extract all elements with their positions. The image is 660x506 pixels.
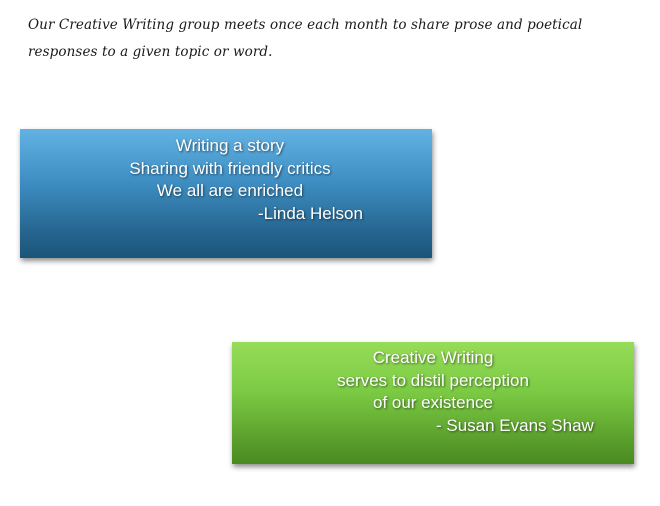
quote-line: We all are enriched: [156, 181, 304, 200]
quote-attribution: -Linda Helson: [258, 203, 363, 223]
intro-paragraph: Our Creative Writing group meets once ea…: [28, 17, 583, 60]
quote-card-linda-helson: Writing a story Sharing with friendly cr…: [20, 129, 432, 258]
quote-attribution: - Susan Evans Shaw: [436, 415, 594, 435]
quote-line: of our existence: [372, 393, 493, 412]
quote-line: Creative Writing: [372, 348, 494, 367]
quote-line: Sharing with friendly critics: [129, 158, 331, 178]
quote-line: serves to distil perception: [337, 370, 529, 390]
quote-card-susan-evans-shaw: Creative Writing serves to distil percep…: [232, 342, 634, 464]
quote-line: Writing a story: [175, 136, 285, 155]
